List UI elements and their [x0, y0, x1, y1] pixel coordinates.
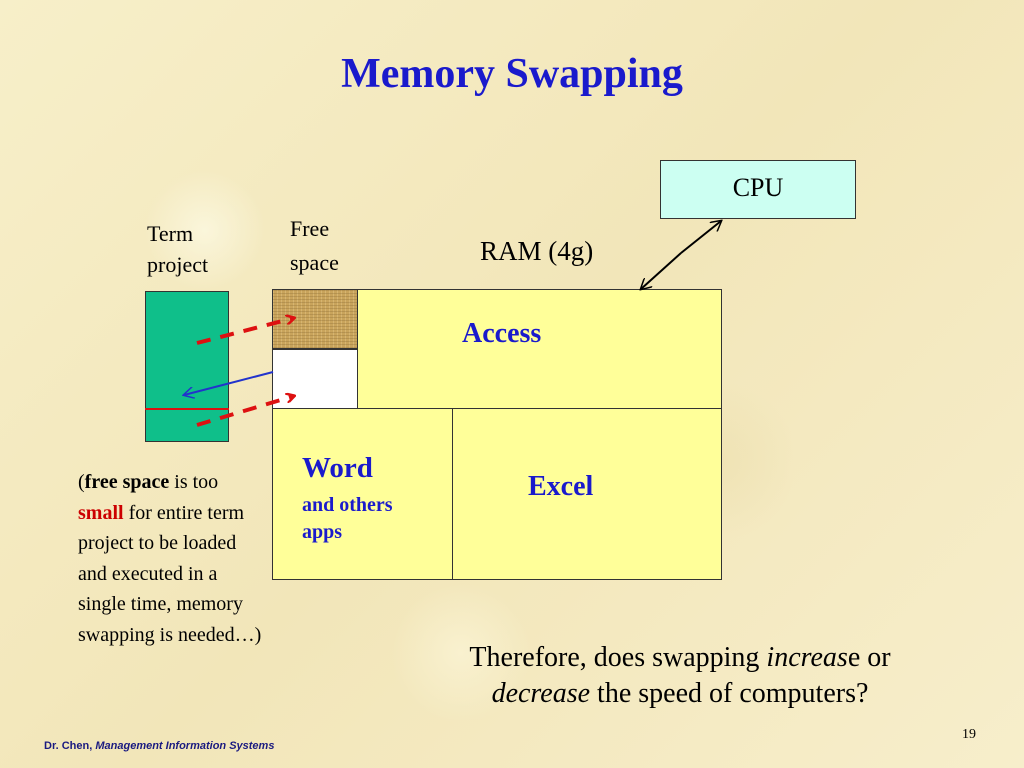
ram-horizontal-divider [272, 408, 722, 409]
question-increase-tail: e or [847, 642, 891, 673]
swap-out-arrow [184, 371, 274, 395]
note-small: small [78, 501, 124, 524]
slide-title: Memory Swapping [341, 51, 683, 97]
swap-explanation-note: (free space is too small for entire term… [78, 467, 268, 651]
question-decrease: decrease [491, 678, 591, 709]
question-part2: the speed of computers? [590, 678, 869, 709]
word-sublabel-line2: apps [302, 521, 343, 543]
note-rest: for entire term project to be loaded and… [78, 501, 262, 646]
swap-in-arrow-top [196, 318, 294, 345]
free-space-occupied-slot [272, 289, 358, 349]
term-project-divider [145, 408, 229, 410]
term-project-label-line2: project [147, 252, 209, 277]
free-space-label-line1: Free [290, 216, 330, 241]
slide-footer: Dr. Chen, Management Information Systems [44, 740, 274, 752]
cpu-box: CPU [660, 160, 856, 219]
cpu-ram-arrow-to-cpu [680, 221, 721, 254]
question-part1: Therefore, does swapping [469, 642, 767, 673]
free-space-label: Free space [290, 212, 339, 280]
free-space-label-line2: space [290, 250, 339, 275]
page-number: 19 [962, 727, 976, 742]
excel-label: Excel [528, 471, 594, 502]
closing-question: Therefore, does swapping increase or decr… [400, 640, 960, 712]
note-is-too: is too [169, 471, 219, 493]
note-open-paren: ( [78, 471, 85, 493]
note-free-space: free space [84, 471, 170, 493]
word-sublabel-line1: and others [302, 494, 393, 516]
footer-course: Management Information Systems [95, 740, 275, 752]
word-sublabel: and others apps [302, 492, 393, 546]
term-project-label: Term project [147, 218, 208, 280]
cpu-ram-arrow-to-ram [641, 252, 682, 289]
ram-label: RAM (4g) [480, 236, 594, 266]
ram-vertical-divider [452, 408, 453, 580]
word-label: Word [302, 452, 373, 484]
access-label: Access [462, 318, 542, 349]
question-increase: increas [766, 642, 848, 673]
cpu-label: CPU [732, 173, 784, 202]
term-project-block [145, 291, 229, 442]
swap-in-arrow-bottom [196, 396, 294, 427]
footer-author: Dr. Chen, [44, 740, 93, 752]
term-project-label-line1: Term [147, 221, 194, 246]
